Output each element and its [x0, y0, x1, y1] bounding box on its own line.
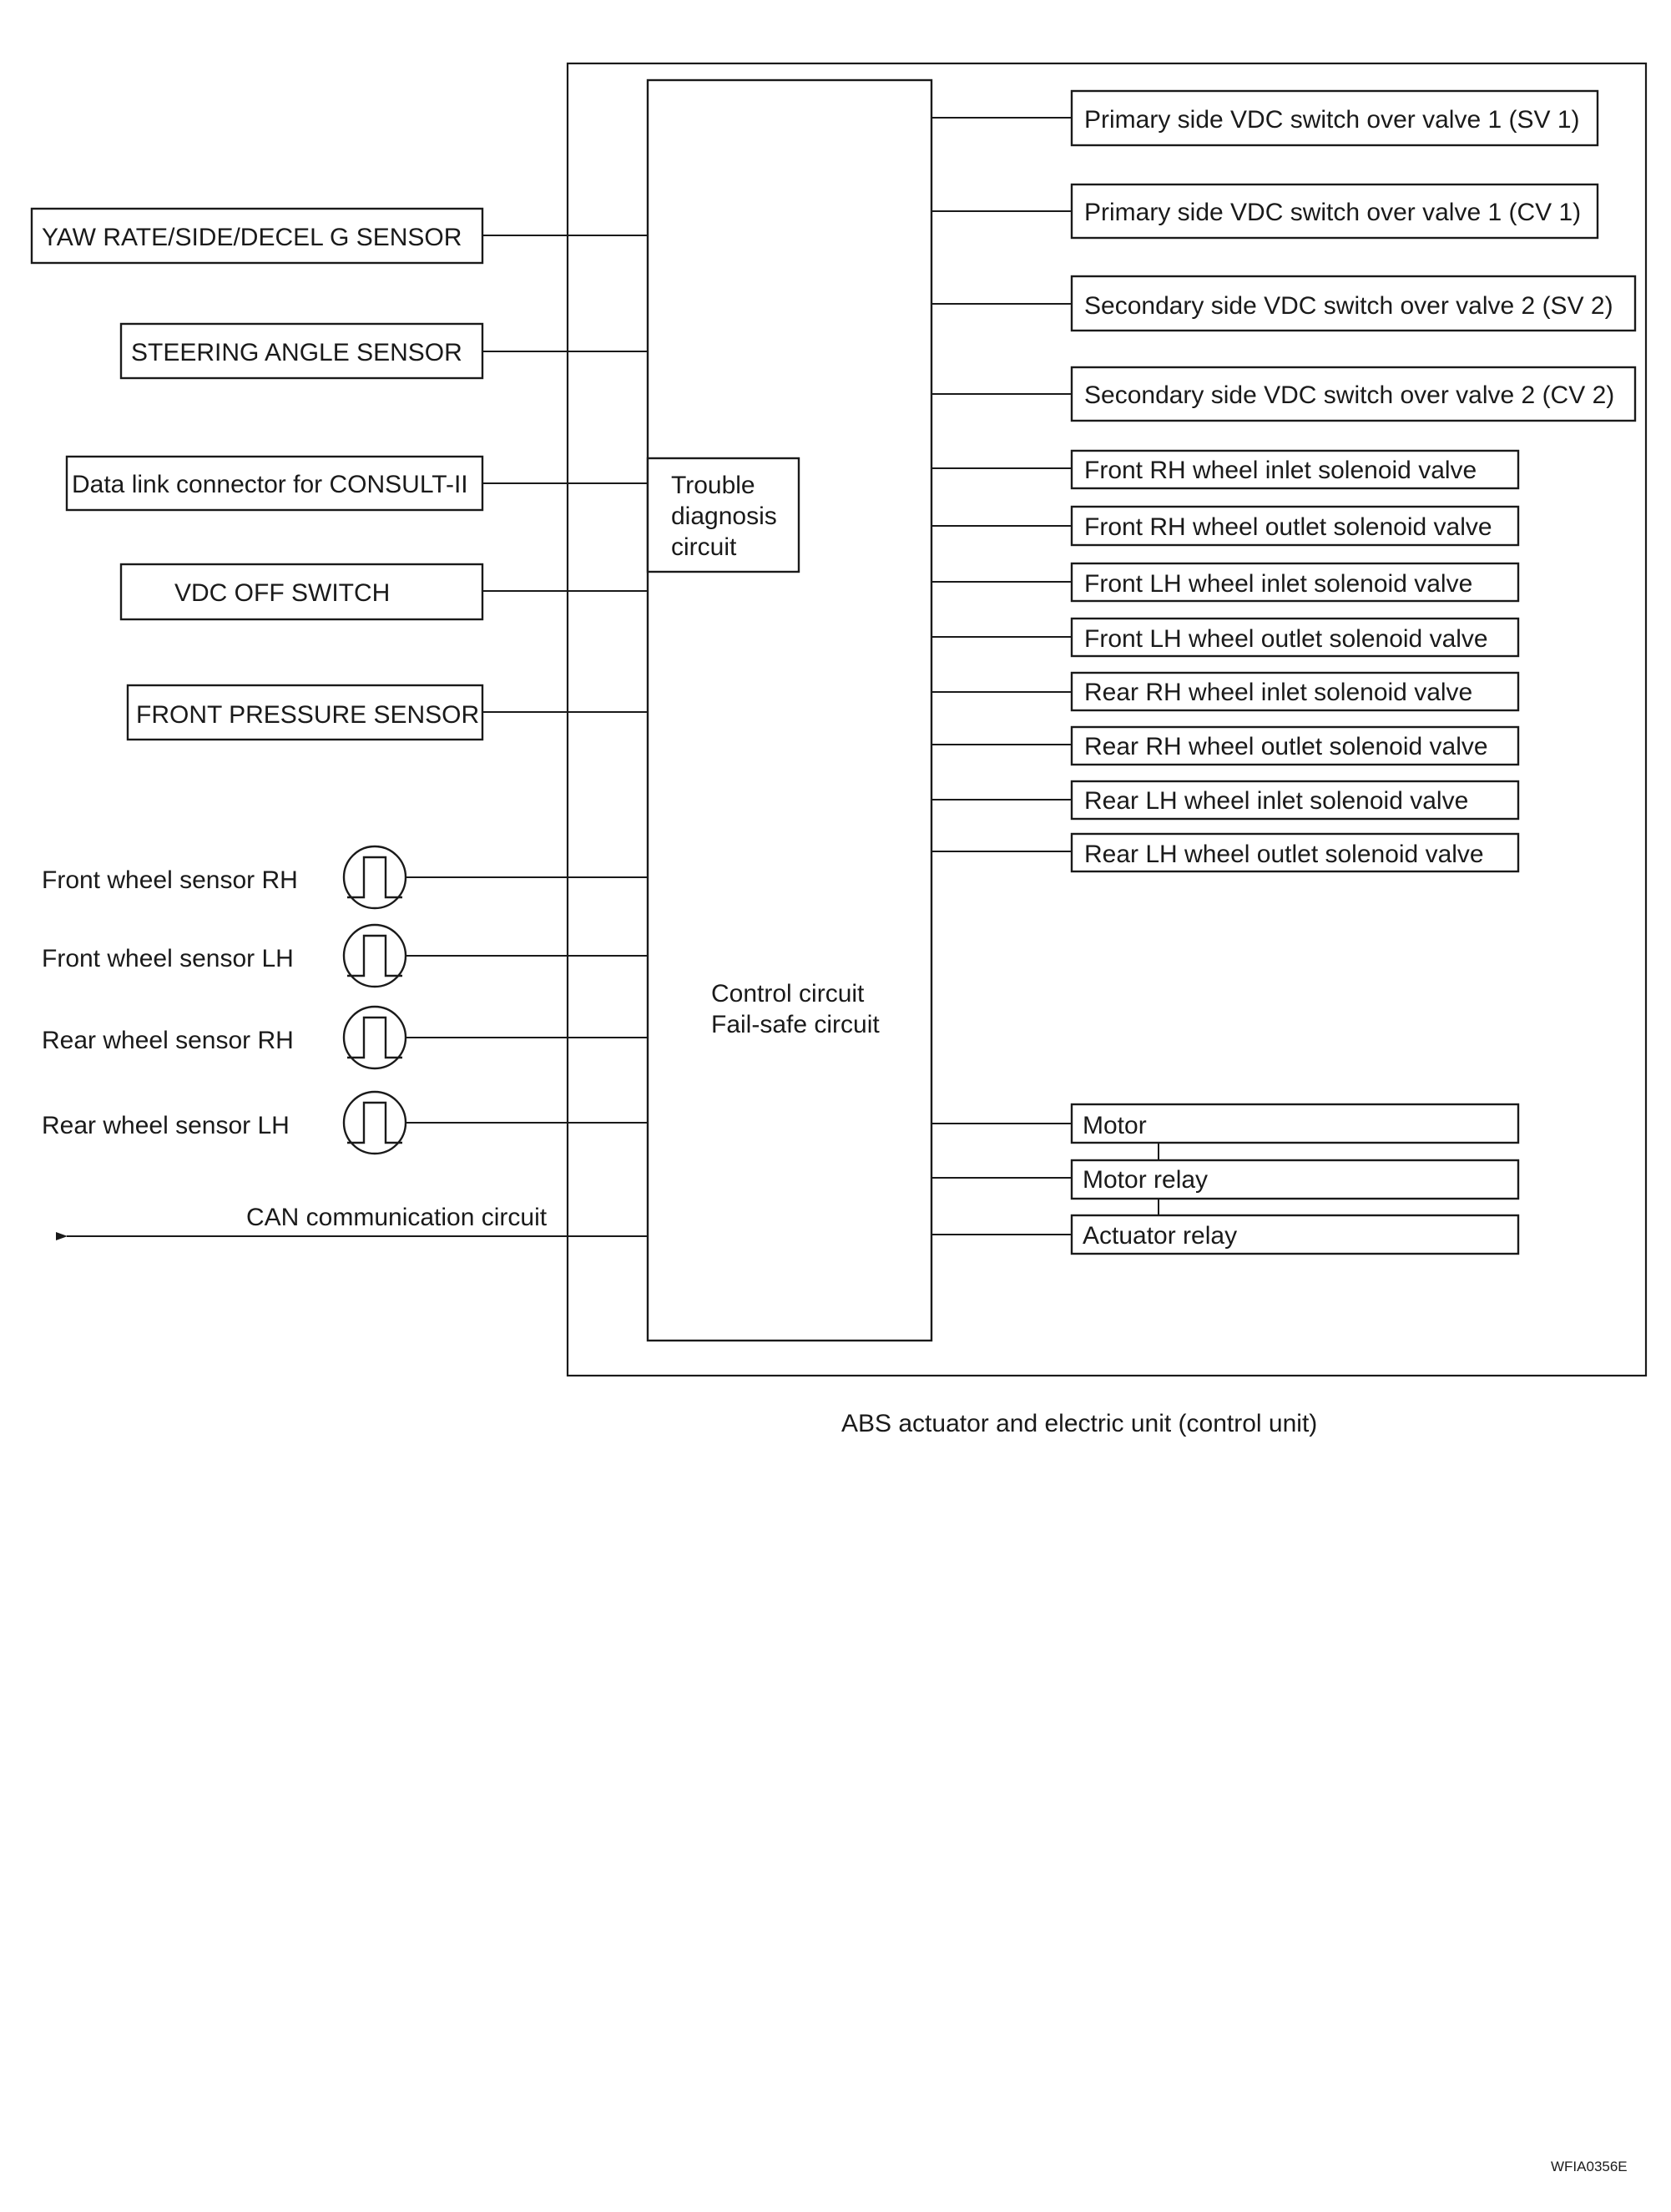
motor-relay-label: Motor relay — [1083, 1166, 1208, 1194]
solenoid-valve-box — [1070, 617, 1520, 658]
motor-label: Motor — [1083, 1112, 1147, 1139]
switch-valve-cv2-label: Secondary side VDC switch over valve 2 (… — [1084, 381, 1614, 409]
wheel-sensor-front-rh: Front wheel sensor RH — [42, 845, 648, 910]
actuator-relay-box — [1070, 1214, 1520, 1255]
yaw-rate-sensor-label: YAW RATE/SIDE/DECEL G SENSOR — [42, 224, 462, 251]
control-unit-caption: ABS actuator and electric unit (control … — [841, 1410, 1317, 1437]
yaw-rate-sensor-box — [30, 207, 484, 265]
figure-code: WFIA0356E — [1551, 2159, 1628, 2174]
switch-valve-sv1-label: Primary side VDC switch over valve 1 (SV… — [1084, 106, 1580, 134]
switch-valve-cv2-box — [1070, 366, 1637, 422]
solenoid-valve-label: Rear LH wheel outlet solenoid valve — [1084, 841, 1484, 868]
pulse-sensor-icon — [342, 1005, 407, 1070]
solenoid-valve-box — [1070, 832, 1520, 873]
pulse-sensor-icon — [342, 1090, 407, 1155]
switch-valve-cv1-box — [1070, 183, 1599, 240]
solenoid-valve-label: Rear RH wheel inlet solenoid valve — [1084, 679, 1472, 706]
trouble-diagnosis-box — [646, 457, 800, 573]
trouble-diagnosis-line-2: diagnosis — [671, 502, 777, 530]
steering-angle-sensor-box — [119, 322, 484, 380]
wheel-sensor-rear-lh: Rear wheel sensor LH — [42, 1090, 648, 1155]
solenoid-valve-box — [1070, 671, 1520, 712]
failsafe-circuit-label: Fail-safe circuit — [711, 1011, 880, 1038]
solenoid-valve-label: Front LH wheel outlet solenoid valve — [1084, 625, 1488, 653]
solenoid-valve-label: Rear LH wheel inlet solenoid valve — [1084, 787, 1468, 815]
motor-box — [1070, 1103, 1520, 1144]
solenoid-valve-label: Rear RH wheel outlet solenoid valve — [1084, 733, 1488, 760]
control-unit-frame — [566, 62, 1648, 1377]
solenoid-valve-box — [1070, 449, 1520, 490]
trouble-diagnosis-line-1: Trouble — [671, 472, 755, 499]
trouble-diagnosis-line-3: circuit — [671, 533, 737, 561]
vdc-off-switch-label: VDC OFF SWITCH — [174, 579, 390, 607]
can-communication-label: CAN communication circuit — [246, 1204, 548, 1231]
solenoid-valve-label: Front RH wheel inlet solenoid valve — [1084, 457, 1477, 484]
solenoid-valve-box — [1070, 780, 1520, 821]
wheel-sensor-label: Front wheel sensor RH — [42, 866, 298, 894]
solenoid-valve-box — [1070, 562, 1520, 603]
front-pressure-sensor-label: FRONT PRESSURE SENSOR — [136, 701, 479, 729]
steering-angle-sensor-label: STEERING ANGLE SENSOR — [131, 339, 462, 366]
control-circuit-label: Control circuit — [711, 980, 865, 1008]
pulse-sensor-icon — [342, 845, 407, 910]
actuator-relay-label: Actuator relay — [1083, 1222, 1237, 1250]
wheel-sensor-front-lh: Front wheel sensor LH — [42, 923, 648, 988]
switch-valve-sv2-box — [1070, 275, 1637, 332]
wheel-sensor-label: Rear wheel sensor LH — [42, 1112, 290, 1139]
solenoid-valve-label: Front LH wheel inlet solenoid valve — [1084, 570, 1472, 598]
wheel-sensor-label: Rear wheel sensor RH — [42, 1027, 294, 1054]
switch-valve-sv1-box — [1070, 89, 1599, 147]
solenoid-valve-box — [1070, 505, 1520, 547]
control-circuit-block — [646, 78, 933, 1342]
switch-valve-cv1-label: Primary side VDC switch over valve 1 (CV… — [1084, 199, 1581, 226]
motor-relay-box — [1070, 1159, 1520, 1200]
data-link-connector-label: Data link connector for CONSULT-II — [72, 471, 468, 498]
solenoid-valve-label: Front RH wheel outlet solenoid valve — [1084, 513, 1492, 541]
solenoid-valve-box — [1070, 725, 1520, 766]
wheel-sensor-label: Front wheel sensor LH — [42, 945, 294, 972]
data-link-connector-box — [65, 455, 484, 512]
wheel-sensor-rear-rh: Rear wheel sensor RH — [42, 1005, 648, 1070]
pulse-sensor-icon — [342, 923, 407, 988]
vdc-off-switch-box — [119, 563, 484, 621]
switch-valve-sv2-label: Secondary side VDC switch over valve 2 (… — [1084, 292, 1613, 320]
